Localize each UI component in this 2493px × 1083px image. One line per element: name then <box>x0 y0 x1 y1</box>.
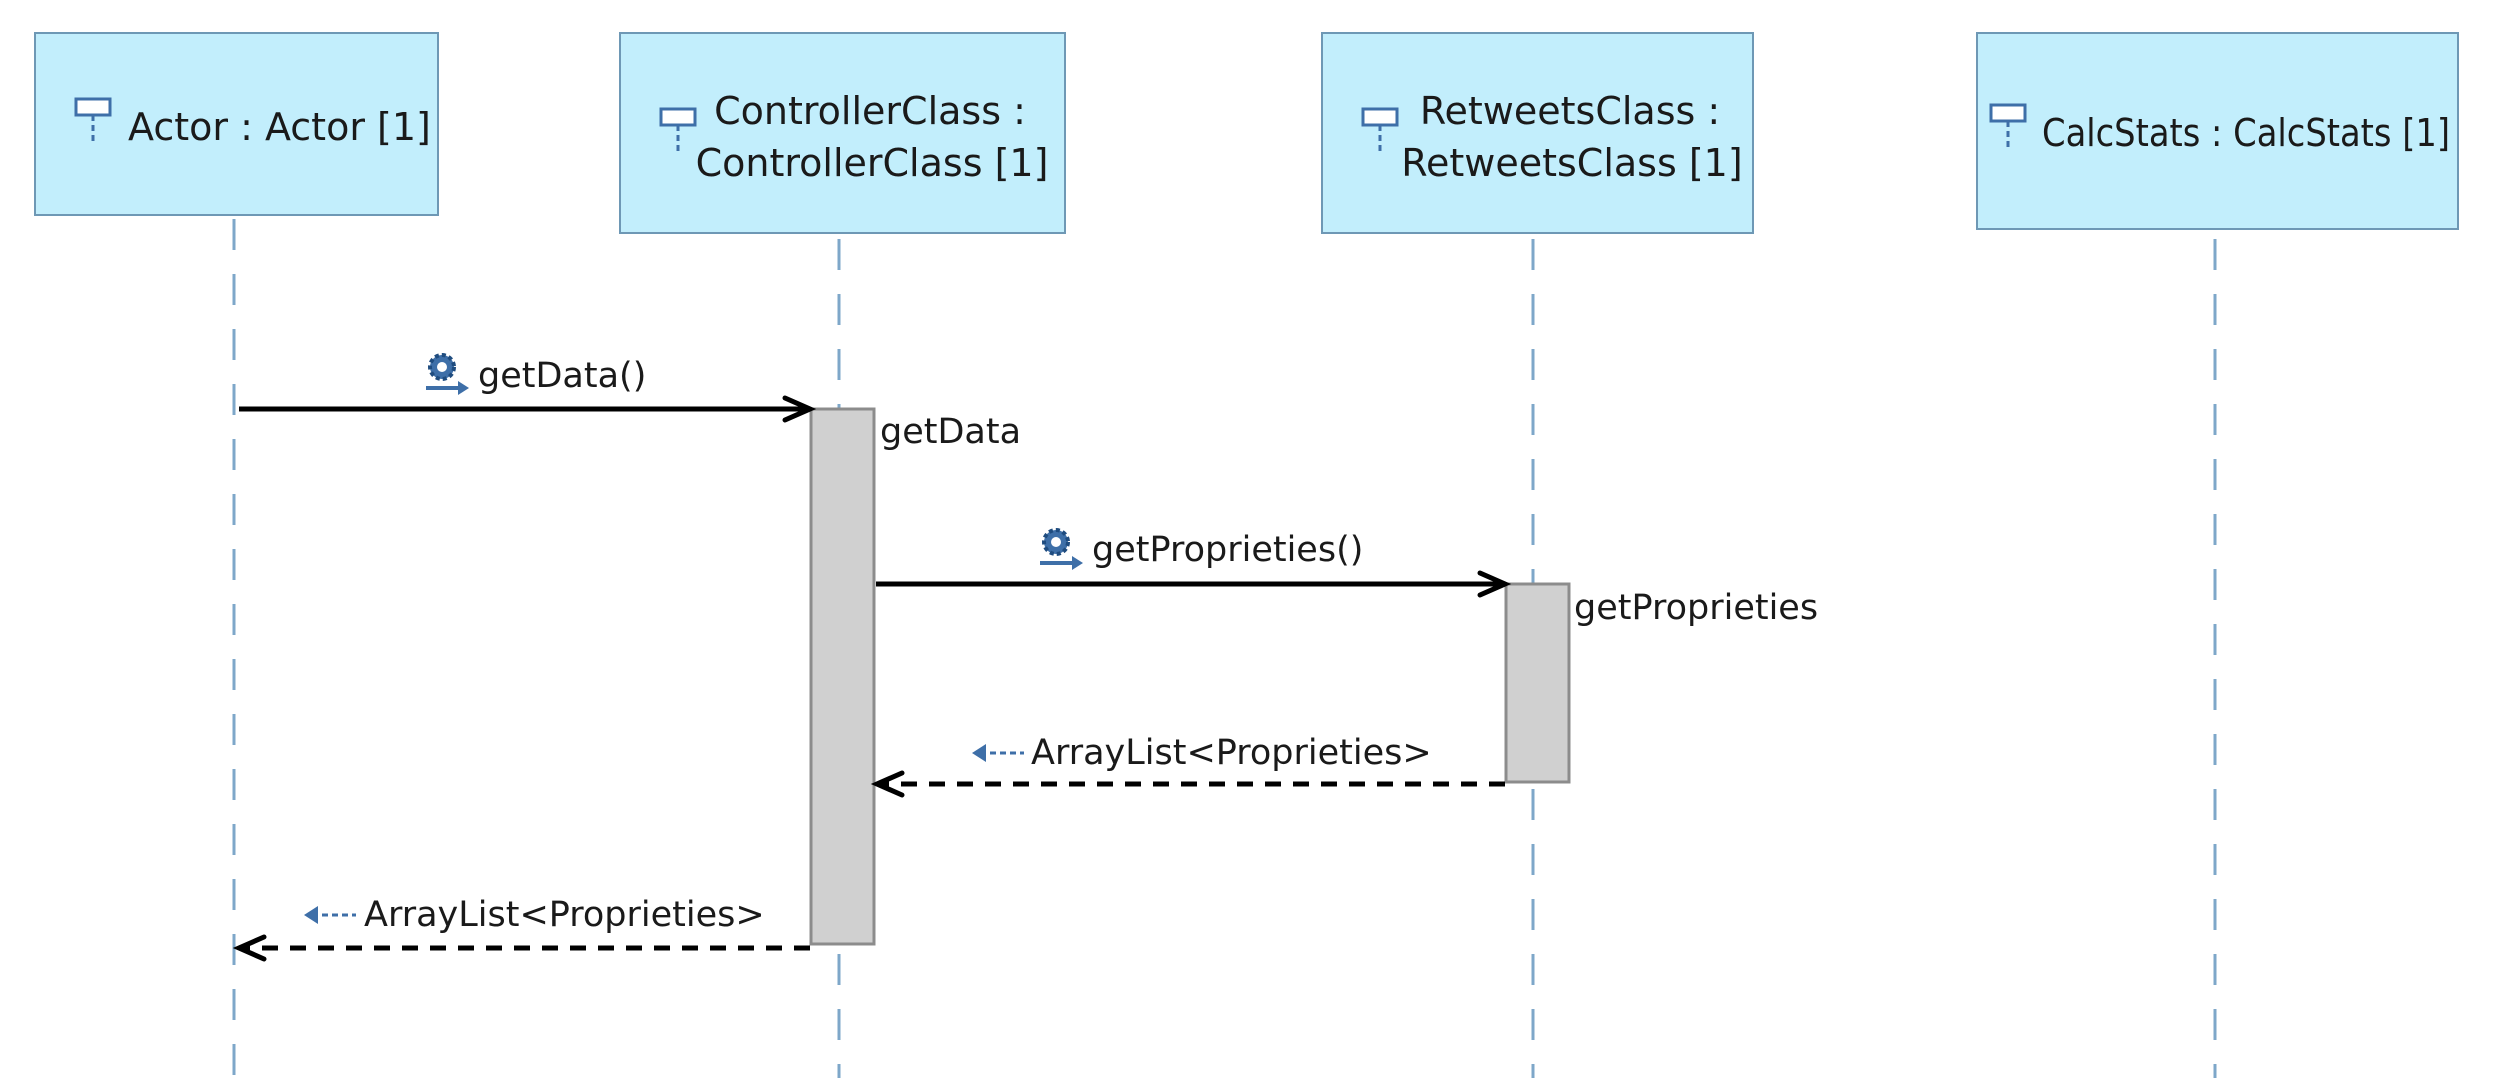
message-reply-retweets-label: ArrayList<Proprieties> <box>1031 733 1432 773</box>
lifeline-calcstats-header[interactable] <box>1976 32 2459 230</box>
operation-call-icon <box>1038 528 1084 571</box>
message-getproprieties[interactable]: getProprieties() <box>876 528 1512 598</box>
message-reply-controller[interactable]: ArrayList<Proprieties> <box>232 895 810 962</box>
message-getdata[interactable]: getData() <box>239 353 817 423</box>
message-reply-retweets[interactable]: ArrayList<Proprieties> <box>870 733 1505 798</box>
lifeline-calcstats-title: CalcStats : CalcStats [1] <box>2042 111 2450 155</box>
lifeline-retweets-header[interactable] <box>1321 32 1754 234</box>
message-reply-controller-arrowhead <box>232 934 267 962</box>
operation-call-icon <box>424 353 470 396</box>
execution-label-getproprieties: getProprieties <box>1574 588 1818 628</box>
lifeline-retweets[interactable]: RetweetsClass : RetweetsClass [1] <box>1321 32 1754 1078</box>
lifeline-controller[interactable]: ControllerClass : ControllerClass [1] <box>619 32 1066 1078</box>
lifeline-retweets-title-line1: RetweetsClass : <box>1420 89 1720 133</box>
message-reply-retweets-arrowhead <box>870 770 905 798</box>
lifeline-controller-title-line1: ControllerClass : <box>714 89 1026 133</box>
message-reply-controller-label: ArrayList<Proprieties> <box>364 895 765 935</box>
lifeline-calcstats[interactable]: CalcStats : CalcStats [1] <box>1976 32 2459 1078</box>
execution-label-getdata: getData <box>880 412 1021 452</box>
message-getdata-label: getData() <box>478 356 646 396</box>
reply-arrow-icon <box>302 904 358 926</box>
reply-arrow-icon <box>970 742 1026 764</box>
message-getproprieties-label: getProprieties() <box>1092 530 1363 570</box>
message-getproprieties-arrowhead <box>1477 570 1512 598</box>
message-getdata-arrowhead <box>782 395 817 423</box>
lifeline-retweets-title-line2: RetweetsClass [1] <box>1401 141 1742 185</box>
lifeline-actor-title: Actor : Actor [1] <box>128 105 431 149</box>
execution-getdata[interactable]: getData <box>809 407 1021 946</box>
execution-bar-getdata[interactable] <box>809 407 876 946</box>
lifeline-controller-header[interactable] <box>619 32 1066 234</box>
execution-getproprieties[interactable]: getProprieties <box>1504 582 1818 784</box>
execution-bar-getproprieties[interactable] <box>1504 582 1571 784</box>
lifeline-controller-title-line2: ControllerClass [1] <box>696 141 1049 185</box>
lifeline-actor-header[interactable] <box>34 32 439 216</box>
lifeline-actor[interactable]: Actor : Actor [1] <box>34 32 439 1075</box>
